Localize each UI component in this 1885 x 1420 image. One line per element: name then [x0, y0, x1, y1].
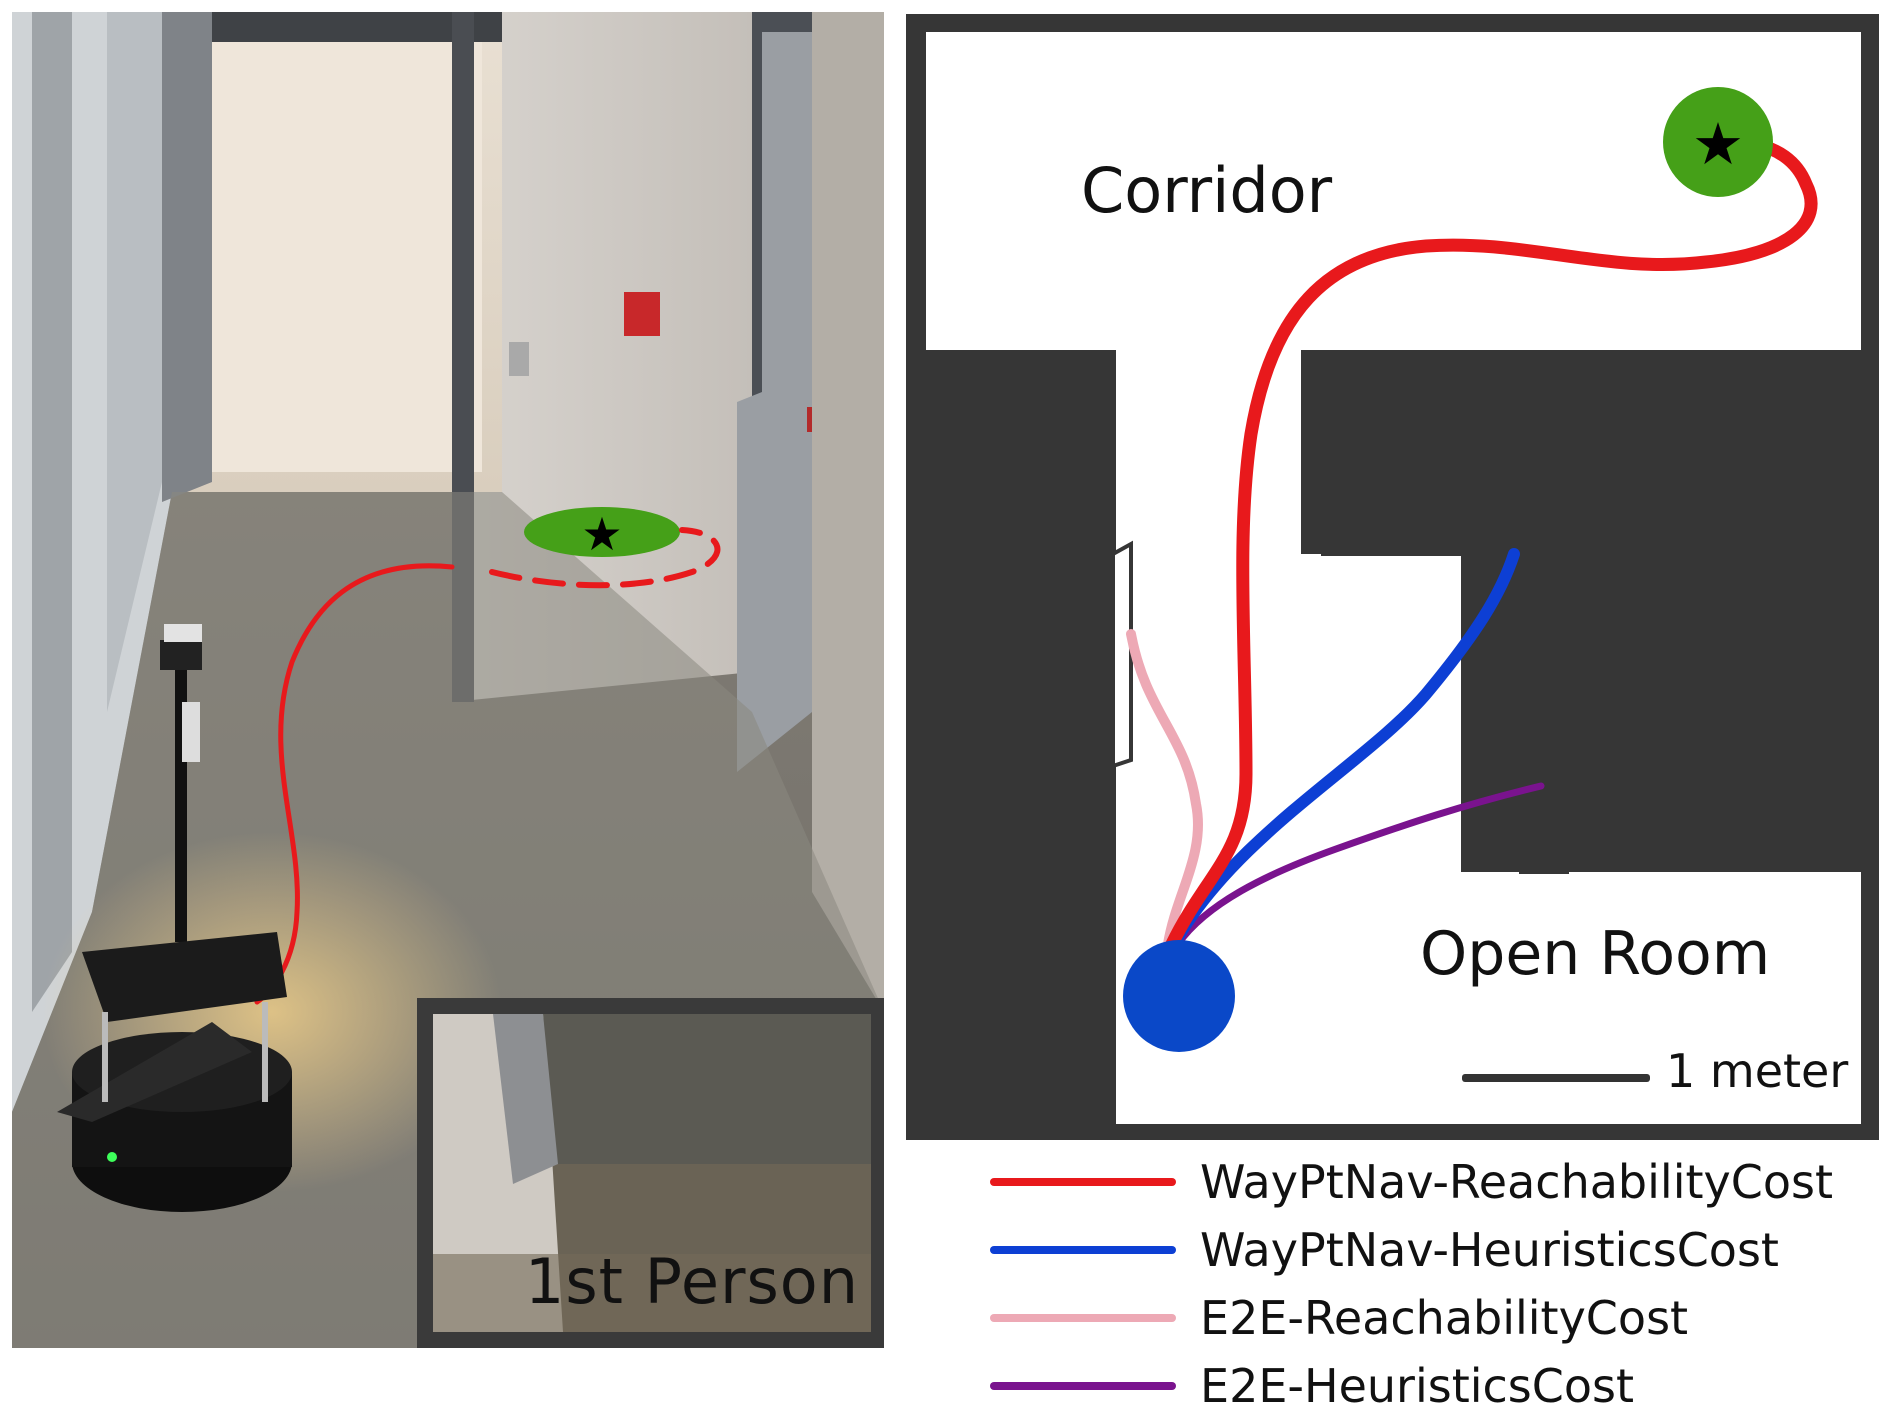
inset-label: 1st Person: [524, 1245, 859, 1318]
path-waypt-reachability: [1165, 137, 1818, 951]
legend-item: WayPtNav-ReachabilityCost: [990, 1148, 1870, 1216]
path-e2e-heuristics: [1174, 782, 1545, 948]
start-circle: [1123, 940, 1235, 1052]
goal-star-icon: ★: [581, 507, 622, 561]
legend: WayPtNav-ReachabilityCost WayPtNav-Heuri…: [990, 1148, 1870, 1420]
door-obstacle: [1111, 540, 1133, 769]
shelf-obstacle: [1321, 516, 1541, 556]
robot-path-solid: [254, 563, 455, 1005]
hallway-photo: ★ 1s: [12, 12, 884, 1348]
scale-label: 1 meter: [1666, 1044, 1849, 1098]
scale-bar: [1462, 1074, 1650, 1082]
goal-marker: [524, 507, 680, 557]
legend-item: E2E-ReachabilityCost: [990, 1284, 1870, 1352]
first-person-view: [433, 1014, 871, 1332]
legend-item: E2E-HeuristicsCost: [990, 1352, 1870, 1420]
path-waypt-heuristics: [1168, 548, 1520, 950]
legend-label: E2E-HeuristicsCost: [1200, 1359, 1635, 1413]
goal-star-icon: ★: [1692, 110, 1744, 178]
legend-label: E2E-ReachabilityCost: [1200, 1291, 1689, 1345]
robot-path-dashed: [489, 527, 721, 589]
map-diagram: ★ Corridor Open Room 1 meter: [906, 14, 1879, 1140]
legend-swatch-waypt-heuristics: [990, 1246, 1176, 1254]
legend-swatch-waypt-reachability: [990, 1178, 1176, 1186]
legend-swatch-e2e-heuristics: [990, 1382, 1176, 1390]
corridor-label: Corridor: [1081, 154, 1333, 227]
first-person-inset: 1st Person: [417, 998, 884, 1348]
goal-circle: [1663, 87, 1773, 197]
legend-label: WayPtNav-HeuristicsCost: [1200, 1223, 1779, 1277]
robot: [57, 624, 292, 1212]
open-room-label: Open Room: [1420, 919, 1771, 989]
path-e2e-reachability: [1126, 629, 1203, 949]
map-canvas: ★: [906, 14, 1879, 1140]
legend-item: WayPtNav-HeuristicsCost: [990, 1216, 1870, 1284]
legend-swatch-e2e-reachability: [990, 1314, 1176, 1322]
legend-label: WayPtNav-ReachabilityCost: [1200, 1155, 1833, 1209]
